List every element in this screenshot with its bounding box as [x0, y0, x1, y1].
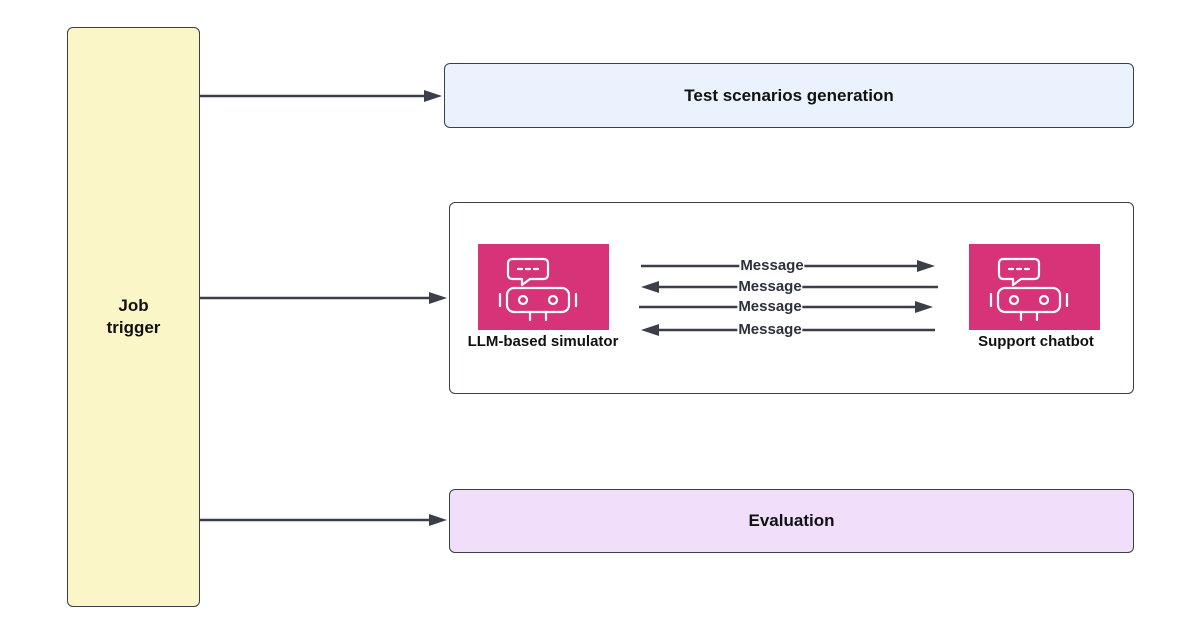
simulator-robot-icon	[478, 244, 609, 330]
arrowhead-icon	[429, 514, 447, 526]
simulator-label: LLM-based simulator	[467, 333, 619, 350]
message-label-4: Message	[737, 321, 803, 338]
arrowhead-icon	[917, 260, 935, 272]
arrowhead-icon	[641, 324, 659, 336]
support-chatbot-robot-icon	[969, 244, 1100, 330]
message-label-3: Message	[737, 298, 803, 315]
job-trigger-label: Job trigger	[106, 296, 161, 337]
arrowhead-icon	[915, 301, 933, 313]
arrowhead-icon	[429, 292, 447, 304]
arrowhead-icon	[424, 90, 442, 102]
support-chatbot-label: Support chatbot	[978, 333, 1094, 350]
message-label-1: Message	[739, 257, 805, 274]
evaluation-box: Evaluation	[449, 489, 1134, 553]
message-label-2: Message	[737, 278, 803, 295]
evaluation-label: Evaluation	[748, 511, 835, 530]
test-scenarios-generation-label: Test scenarios generation	[684, 85, 894, 105]
job-trigger-box: Job trigger	[67, 27, 200, 607]
test-scenarios-generation-box: Test scenarios generation	[444, 63, 1134, 128]
arrowhead-icon	[641, 281, 659, 293]
